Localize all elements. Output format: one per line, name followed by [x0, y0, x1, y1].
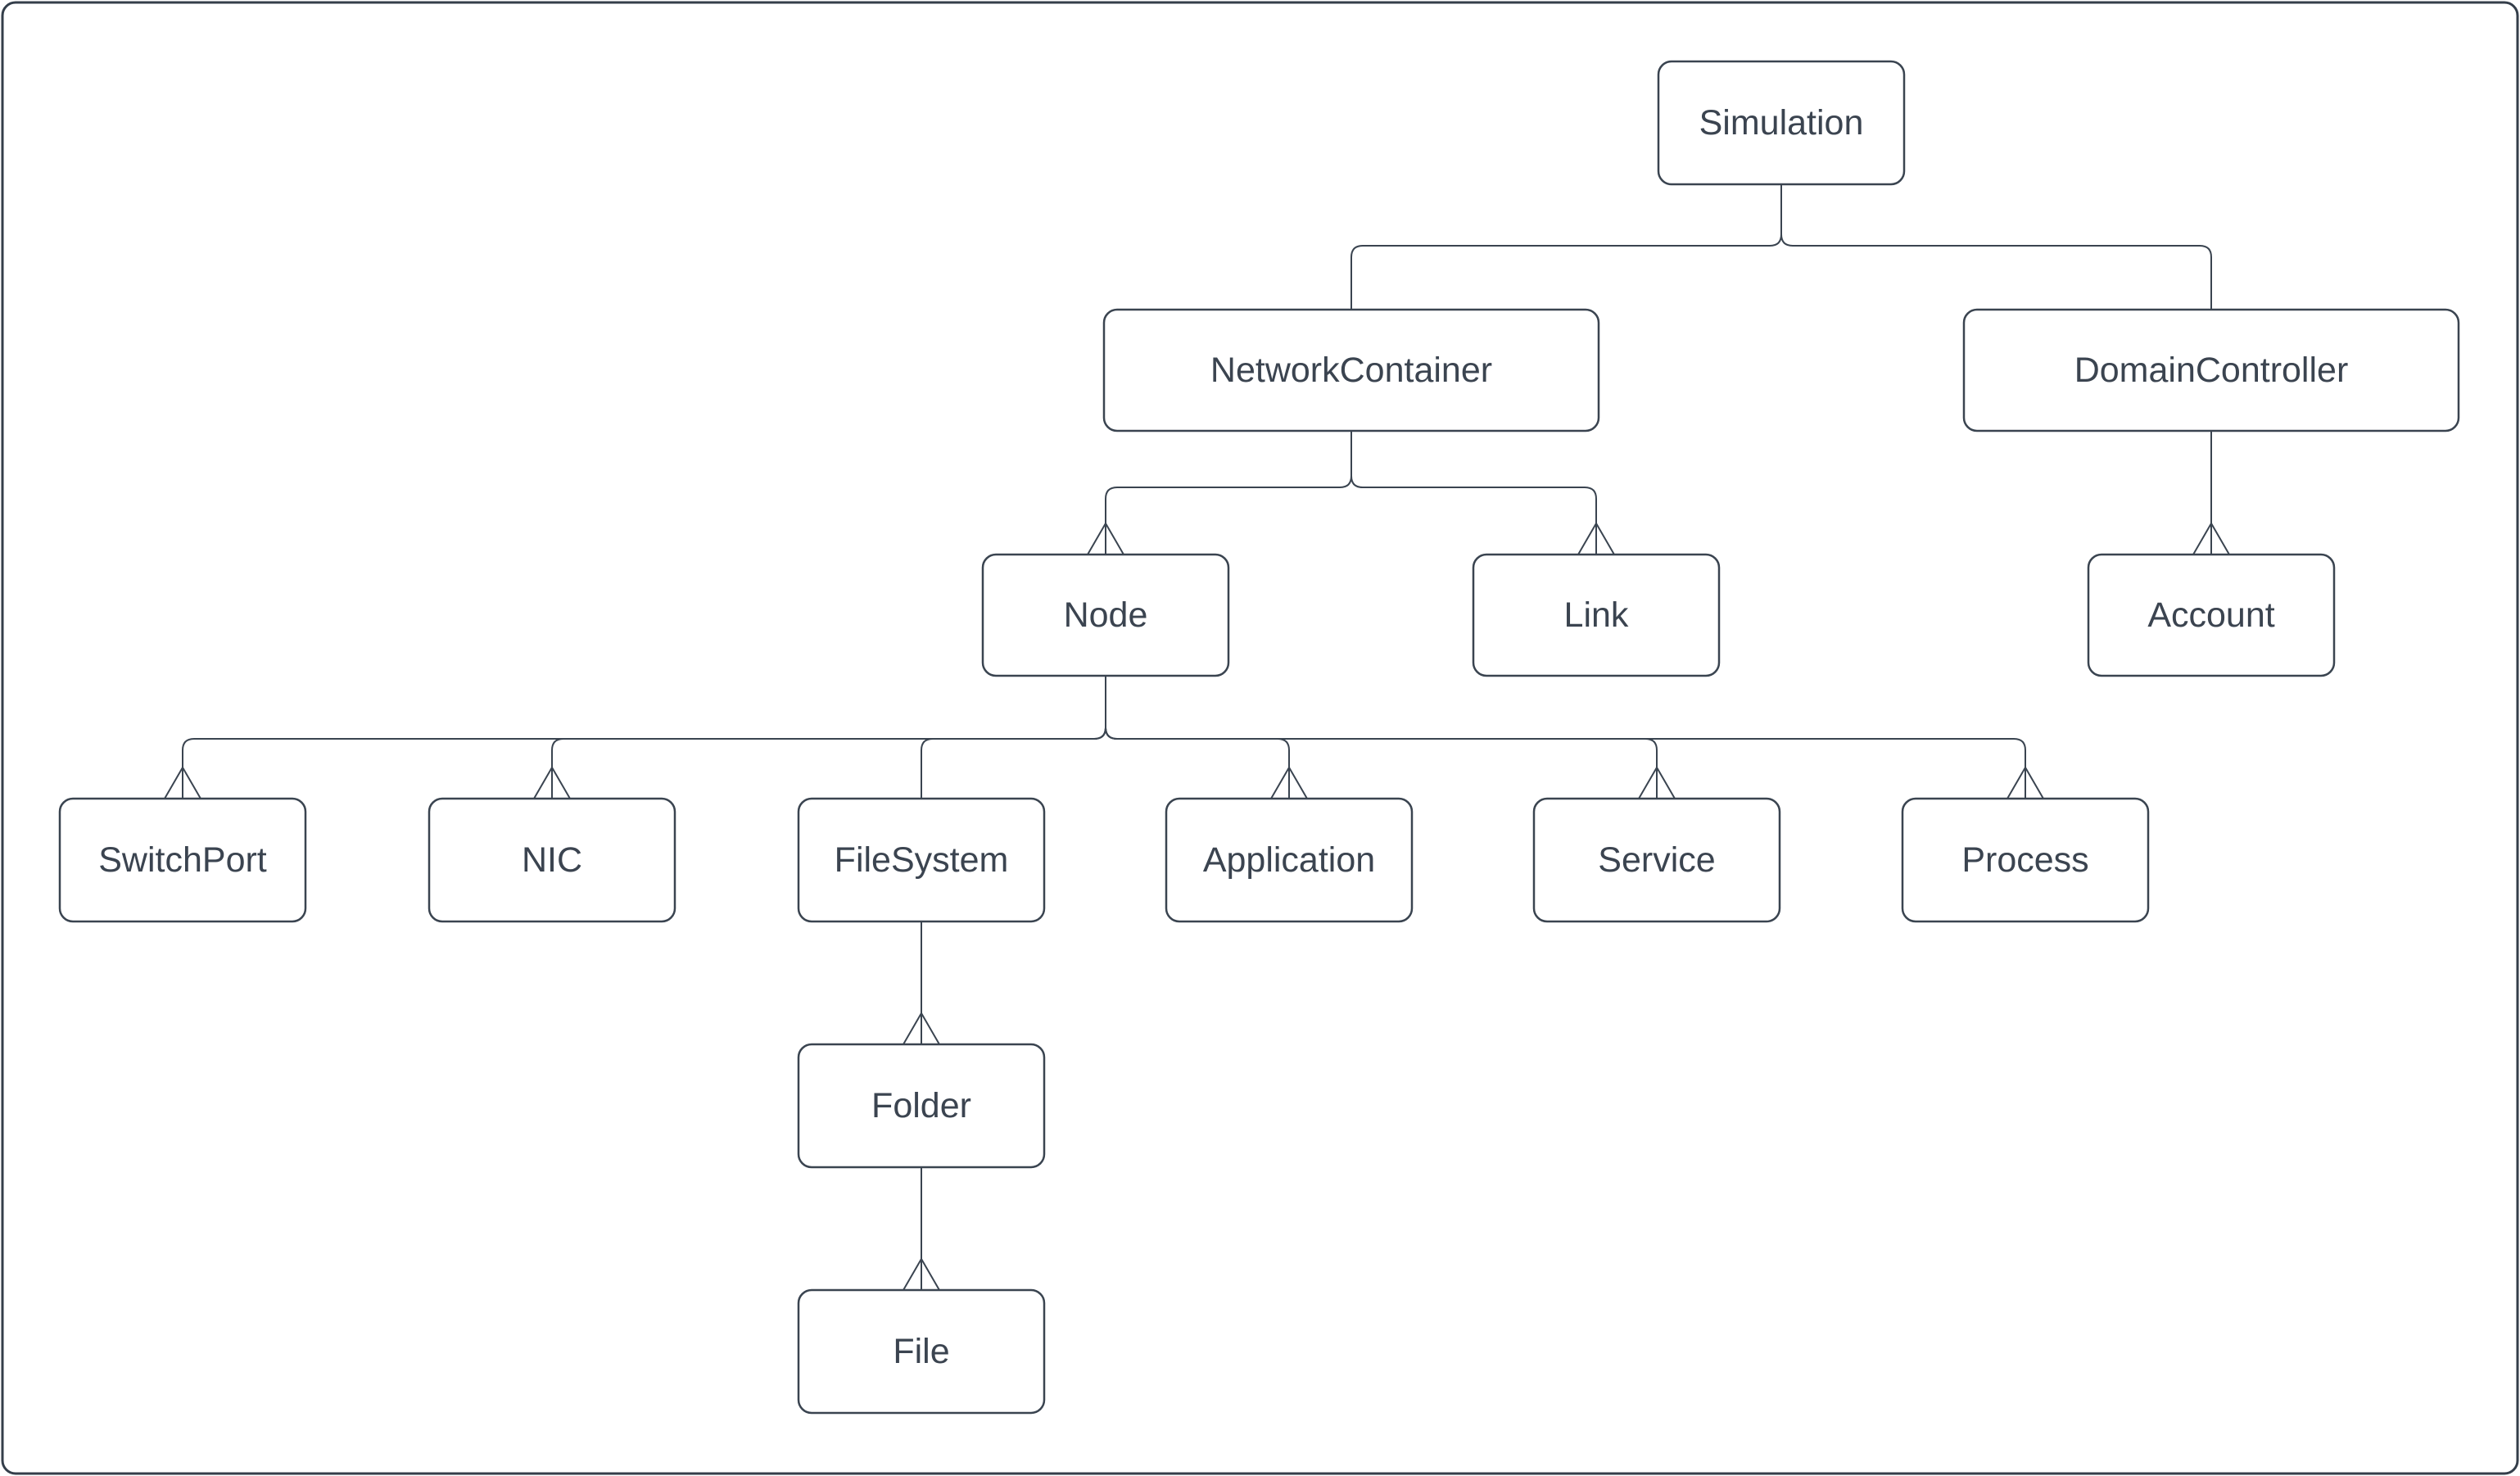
shape-folder[interactable]: Folder — [797, 1043, 1046, 1169]
containment-arrowhead-icon — [2192, 522, 2230, 555]
shape-label: Node — [1064, 595, 1148, 635]
connector-simulation-network-container[interactable] — [1350, 184, 1782, 310]
connector-line — [1350, 184, 1782, 310]
containment-arrowhead-icon — [2006, 766, 2044, 799]
connector-line — [1350, 431, 1597, 555]
shape-box — [428, 797, 676, 923]
shape-file[interactable]: File — [797, 1288, 1046, 1415]
shape-label: Simulation — [1699, 103, 1864, 143]
connector-line — [921, 676, 1106, 799]
shape-process[interactable]: Process — [1901, 797, 2150, 923]
connector-file-system-folder[interactable] — [903, 921, 940, 1045]
shape-label: NIC — [522, 840, 582, 880]
shape-label: DomainController — [2074, 351, 2349, 390]
shape-label: Folder — [871, 1086, 971, 1125]
shape-box — [1657, 60, 1906, 186]
shape-box — [1472, 553, 1721, 677]
shape-label: Account — [2147, 595, 2274, 635]
shape-label: Application — [1203, 840, 1375, 880]
shape-application[interactable]: Application — [1165, 797, 1414, 923]
shape-file-system[interactable]: FileSystem — [797, 797, 1046, 923]
shape-nic[interactable]: NIC — [428, 797, 676, 923]
shape-box — [58, 797, 307, 923]
containment-arrowhead-icon — [1270, 766, 1308, 799]
shape-label: Link — [1564, 595, 1629, 635]
connector-line — [1780, 184, 2212, 310]
shape-label: Service — [1598, 840, 1715, 880]
shape-switch-port[interactable]: SwitchPort — [58, 797, 307, 923]
shape-label: File — [893, 1332, 949, 1371]
connector-network-container-link[interactable] — [1350, 431, 1615, 555]
shape-domain-controller[interactable]: DomainController — [1962, 308, 2460, 432]
containment-arrowhead-icon — [1577, 522, 1615, 555]
shape-box — [1962, 308, 2460, 432]
shape-node[interactable]: Node — [981, 553, 1230, 677]
shape-box — [1102, 308, 1600, 432]
shape-simulation[interactable]: Simulation — [1657, 60, 1906, 186]
connector-line — [1105, 431, 1352, 555]
shape-link[interactable]: Link — [1472, 553, 1721, 677]
shape-box — [1165, 797, 1414, 923]
shape-account[interactable]: Account — [2087, 553, 2336, 677]
shape-box — [1532, 797, 1781, 923]
shape-box — [797, 1288, 1046, 1415]
containment-arrowhead-icon — [1638, 766, 1676, 799]
shape-box — [2087, 553, 2336, 677]
shape-box — [797, 1043, 1046, 1169]
containment-arrowhead-icon — [1087, 522, 1124, 555]
containment-arrowhead-icon — [903, 1012, 940, 1045]
connector-domain-controller-account[interactable] — [2192, 431, 2230, 555]
shape-service[interactable]: Service — [1532, 797, 1781, 923]
connector-folder-file[interactable] — [903, 1167, 940, 1291]
shape-box — [981, 553, 1230, 677]
shape-label: Process — [1961, 840, 2088, 880]
connector-network-container-node[interactable] — [1087, 431, 1352, 555]
shape-label: FileSystem — [835, 840, 1009, 880]
connector-line — [1105, 676, 2026, 799]
shape-box — [797, 797, 1046, 923]
connector-simulation-domain-controller[interactable] — [1780, 184, 2212, 310]
connector-node-file-system[interactable] — [921, 676, 1106, 799]
shape-network-container[interactable]: NetworkContainer — [1102, 308, 1600, 432]
shape-label: SwitchPort — [98, 840, 267, 880]
shape-box — [1901, 797, 2150, 923]
containment-arrowhead-icon — [533, 766, 571, 799]
containment-arrowhead-icon — [903, 1257, 940, 1291]
connector-node-process[interactable] — [1105, 676, 2044, 799]
shape-label: NetworkContainer — [1210, 351, 1492, 390]
containment-arrowhead-icon — [164, 766, 201, 799]
